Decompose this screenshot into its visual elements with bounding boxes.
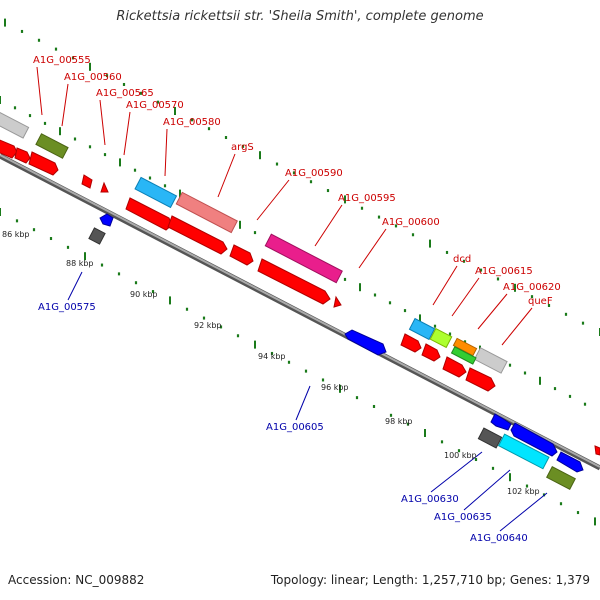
- topology-text: Topology: linear; Length: 1,257,710 bp; …: [270, 573, 590, 587]
- scale-labels: 86 kbp 88 kbp 90 kbp 92 kbp 94 kbp 96 kbp 98 k…: [2, 230, 540, 496]
- leader-line: [451, 277, 480, 317]
- map-title: Rickettsia rickettsii str. 'Sheila Smith…: [116, 9, 484, 24]
- leader-line: [99, 99, 106, 146]
- scale-label: 86 kbp: [2, 230, 30, 239]
- label-leaders: [36, 66, 548, 532]
- leader-line: [164, 128, 168, 177]
- gene-label-reverse[interactable]: A1G_00630: [401, 494, 459, 505]
- gene-label-forward[interactable]: queF: [528, 296, 553, 307]
- scale-label: 92 kbp: [194, 321, 222, 330]
- gene-A1G_00615[interactable]: [429, 327, 453, 349]
- leader-line: [463, 469, 511, 511]
- gene-misc-1[interactable]: [450, 346, 477, 365]
- leader-line: [358, 228, 387, 269]
- gene-dcd[interactable]: [408, 317, 436, 341]
- leader-line: [501, 307, 533, 346]
- gene-A1G_00630[interactable]: [477, 427, 503, 449]
- leader-line: [61, 83, 69, 127]
- gene-label-forward[interactable]: A1G_00615: [475, 266, 533, 277]
- gene-A1G_00635[interactable]: [497, 433, 550, 470]
- gene-label-forward[interactable]: A1G_00600: [382, 217, 440, 228]
- gene-A1G_00640[interactable]: [546, 466, 576, 490]
- leader-line: [217, 153, 236, 198]
- gene-argS[interactable]: [175, 191, 238, 234]
- leader-line: [67, 271, 83, 301]
- leader-line: [499, 492, 548, 532]
- leader-line: [123, 111, 131, 156]
- gene-label-forward[interactable]: A1G_00595: [338, 193, 396, 204]
- scale-label: 94 kbp: [258, 352, 286, 361]
- scale-label: 90 kbp: [130, 290, 158, 299]
- gene-blue-a[interactable]: [490, 413, 512, 431]
- gene-A1G_00560[interactable]: [35, 133, 69, 159]
- gene-label-forward[interactable]: argS: [231, 142, 254, 153]
- gene-A1G_00590[interactable]: [264, 233, 343, 284]
- gene-label-forward[interactable]: A1G_00560: [64, 72, 122, 83]
- leader-line: [36, 66, 43, 116]
- gene-arrow-10[interactable]: [333, 295, 342, 308]
- gene-arrow-5[interactable]: [100, 181, 109, 193]
- gene-features: [0, 109, 600, 490]
- gene-arrow-4[interactable]: [81, 174, 93, 189]
- gene-label-forward[interactable]: A1G_00570: [126, 100, 184, 111]
- gene-A1G_00580[interactable]: [134, 176, 178, 209]
- gene-label-reverse[interactable]: A1G_00575: [38, 302, 96, 313]
- gene-arrow-11[interactable]: [400, 333, 422, 353]
- gene-A1G_00605[interactable]: [344, 329, 387, 356]
- scale-label: 102 kbp: [507, 487, 540, 496]
- gene-label-forward[interactable]: A1G_00580: [163, 117, 221, 128]
- backbone: [0, 153, 600, 471]
- gene-label-forward[interactable]: A1G_00620: [503, 282, 561, 293]
- gene-queF[interactable]: [473, 347, 508, 374]
- gene-labels: A1G_00555A1G_00560A1G_00565A1G_00570A1G_…: [33, 55, 561, 544]
- leader-line: [477, 293, 508, 330]
- gene-label-forward[interactable]: A1G_00555: [33, 55, 91, 66]
- gene-label-forward[interactable]: dcd: [453, 254, 471, 265]
- gene-A1G_00555[interactable]: [0, 109, 30, 139]
- gene-arrow-14[interactable]: [465, 367, 496, 392]
- gene-arrow-7[interactable]: [167, 215, 228, 255]
- gene-arrow-3[interactable]: [28, 151, 59, 176]
- gene-arrow-12[interactable]: [421, 343, 441, 362]
- accession-text: Accession: NC_009882: [8, 573, 145, 587]
- leader-line: [256, 179, 290, 221]
- gene-blue-b[interactable]: [510, 422, 558, 457]
- gene-arrow-1[interactable]: [0, 138, 18, 159]
- gene-label-forward[interactable]: A1G_00565: [96, 88, 154, 99]
- gene-A1G_00575[interactable]: [99, 213, 114, 227]
- gene-arrow-2[interactable]: [14, 147, 31, 164]
- gene-A1G_00620[interactable]: [452, 337, 478, 357]
- gene-arrow-8[interactable]: [229, 244, 254, 266]
- leader-line: [314, 204, 343, 247]
- scale-label: 96 kbp: [321, 383, 349, 392]
- scale-label: 100 kbp: [444, 451, 477, 460]
- leader-line: [295, 385, 311, 421]
- gene-arrow-9[interactable]: [257, 258, 331, 305]
- leader-line: [430, 451, 483, 493]
- gene-label-reverse[interactable]: A1G_00640: [470, 533, 528, 544]
- gene-label-reverse[interactable]: A1G_00635: [434, 512, 492, 523]
- scale-label: 88 kbp: [66, 259, 94, 268]
- gene-label-reverse[interactable]: A1G_00605: [266, 422, 324, 433]
- gene-grey-00575[interactable]: [88, 227, 106, 245]
- gene-arrow-15[interactable]: [594, 445, 600, 456]
- leader-line: [432, 265, 458, 306]
- gene-label-forward[interactable]: A1G_00590: [285, 168, 343, 179]
- gene-blue-c[interactable]: [556, 451, 584, 473]
- scale-label: 98 kbp: [385, 417, 413, 426]
- gene-arrow-13[interactable]: [442, 356, 467, 378]
